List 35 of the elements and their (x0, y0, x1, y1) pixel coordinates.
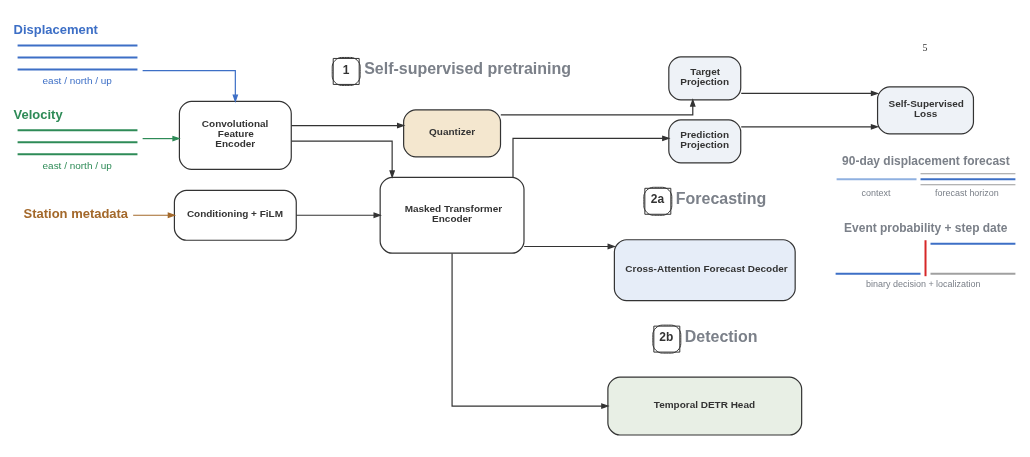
label: forecast horizon (935, 187, 999, 198)
node-label: Displacement (13, 21, 98, 37)
node-label: Forecasting (675, 189, 767, 207)
arrow (142, 69, 239, 103)
node-label: east / north / up (42, 74, 112, 86)
arrow (142, 135, 181, 142)
node-box: Target Projection (668, 55, 742, 100)
node-text: Station metadata (23, 205, 129, 221)
node-label: Self-supervised pretraining (364, 59, 571, 77)
node-box: Self-Supervised Loss (876, 85, 975, 134)
node-label: Detection (684, 327, 758, 345)
node-box: Cross-Attention Forecast Decoder (613, 238, 796, 301)
node-box: Quantizer (403, 108, 502, 157)
node-box: Convolutional Feature Encoder (178, 100, 292, 170)
node-box: Conditioning + FiLM (173, 189, 297, 241)
node-box: Prediction Projection (668, 118, 742, 163)
label: context (861, 187, 891, 198)
label: 90-day displacement forecast (842, 153, 1010, 168)
label: Event probability + step date (844, 220, 1008, 235)
arrow (740, 89, 880, 96)
node-box: Masked Transformer Encoder (379, 176, 525, 254)
arrow (512, 134, 671, 178)
arrow (740, 123, 880, 130)
arrow (451, 252, 610, 409)
arrow (523, 243, 616, 249)
label: binary decision + localization (866, 278, 981, 289)
arrow (290, 122, 406, 128)
arrow (132, 211, 177, 218)
arrow (500, 97, 696, 115)
arrow (295, 211, 382, 218)
node-box: Temporal DETR Head (607, 375, 803, 436)
node-label: east / north / up (42, 159, 112, 171)
node-label: Velocity (13, 106, 63, 122)
arrow (290, 140, 396, 179)
label: 5 (922, 41, 928, 53)
